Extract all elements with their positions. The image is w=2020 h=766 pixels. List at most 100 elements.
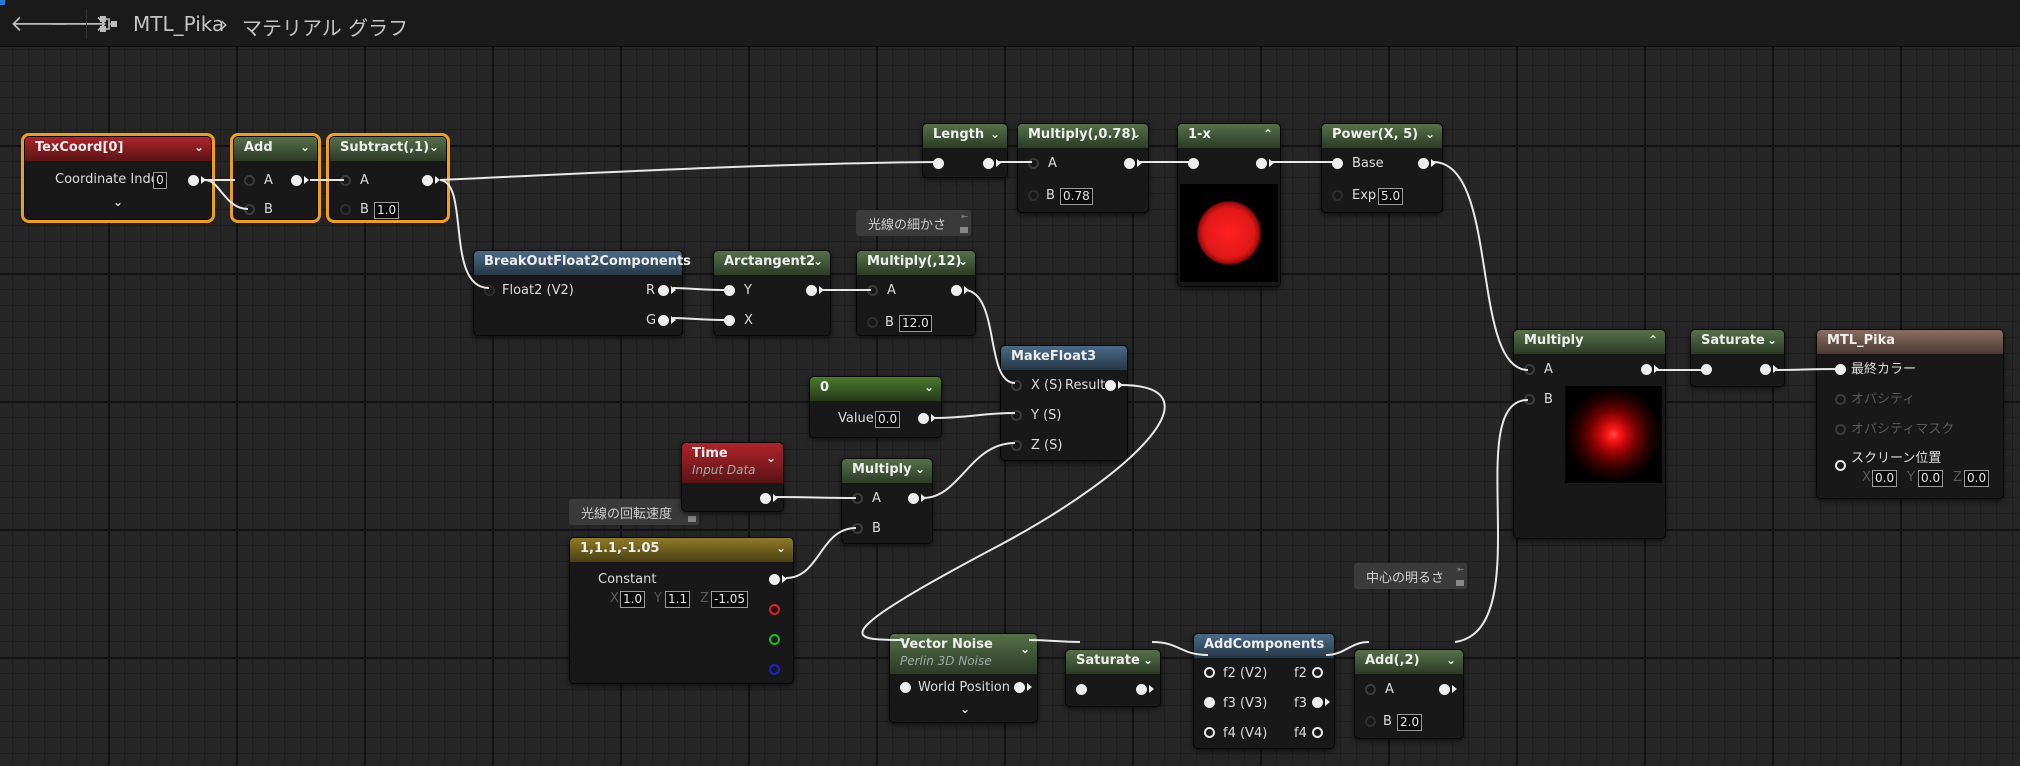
comment-center[interactable]: 中心の明るさ⇤ — [1354, 563, 1467, 589]
chevron-down-icon[interactable]: ⌄ — [914, 462, 925, 476]
node-title[interactable]: Subtract(,1)⌄ — [330, 137, 446, 161]
exp-value-field[interactable]: 5.0 — [1378, 188, 1404, 205]
input-pin-x[interactable] — [724, 315, 735, 326]
chevron-down-icon[interactable]: ⌄ — [1766, 333, 1777, 347]
output-pin[interactable] — [806, 285, 817, 296]
arrow-left-icon[interactable]: 🡐 — [10, 12, 69, 37]
input-pin-b[interactable] — [1365, 716, 1376, 727]
node-makefloat3[interactable]: MakeFloat3 X (S) Result Y (S) Z (S) — [1000, 345, 1128, 461]
y-value-field[interactable]: 1.1 — [665, 591, 691, 608]
output-pin-b[interactable] — [769, 664, 780, 675]
output-pin-result[interactable] — [1105, 380, 1116, 391]
node-saturate-2[interactable]: Saturate⌄ — [1690, 329, 1785, 387]
input-pin-b[interactable] — [1028, 190, 1039, 201]
output-pin[interactable] — [951, 285, 962, 296]
input-pin-z[interactable] — [1011, 440, 1022, 451]
input-pin-f4[interactable] — [1204, 727, 1215, 738]
comment-rotation[interactable]: 光線の回転速度⇤ — [569, 499, 699, 525]
input-pin-a[interactable] — [340, 175, 351, 186]
input-pin-screen-position[interactable] — [1835, 460, 1846, 471]
input-pin[interactable] — [933, 158, 944, 169]
value-field[interactable]: 0.0 — [875, 411, 901, 428]
input-pin-y[interactable] — [724, 285, 735, 296]
chevron-up-icon[interactable]: ⌃ — [1262, 127, 1273, 141]
chevron-down-icon[interactable]: ⌄ — [1424, 127, 1435, 141]
output-pin[interactable] — [1641, 364, 1652, 375]
node-one-minus[interactable]: 1-x⌃ — [1177, 123, 1281, 287]
output-pin[interactable] — [908, 493, 919, 504]
node-title[interactable]: Add(,2)⌄ — [1355, 650, 1463, 674]
node-length[interactable]: Length⌄ — [922, 123, 1008, 178]
node-power[interactable]: Power(X, 5)⌄ Base Exp 5.0 — [1321, 123, 1443, 213]
input-pin-b[interactable] — [340, 204, 351, 215]
output-pin-g[interactable] — [658, 315, 669, 326]
expand-chevron-icon[interactable]: ⌄ — [960, 702, 971, 716]
output-pin[interactable] — [422, 175, 433, 186]
output-pin[interactable] — [1256, 158, 1267, 169]
z-value-field[interactable]: 0.0 — [1964, 470, 1990, 487]
node-title[interactable]: 1-x⌃ — [1178, 124, 1280, 148]
node-arctangent2[interactable]: Arctangent2⌄ Y X — [713, 250, 831, 336]
arrow-right-icon[interactable]: 🡒 — [49, 12, 108, 37]
chevron-down-icon[interactable]: ⌄ — [957, 254, 968, 268]
material-graph-canvas[interactable]: 光線の細かさ⇤ 光線の回転速度⇤ 中心の明るさ⇤ TexCoord[0]⌄ Co… — [0, 47, 2020, 766]
input-pin-final-color[interactable] — [1835, 364, 1846, 375]
chevron-down-icon[interactable]: ⌄ — [923, 380, 934, 394]
input-pin-x[interactable] — [1011, 380, 1022, 391]
output-pin-f4[interactable] — [1312, 727, 1323, 738]
node-title[interactable]: Arctangent2⌄ — [714, 251, 830, 275]
node-title[interactable]: Add⌄ — [234, 137, 317, 161]
node-title[interactable]: MakeFloat3 — [1001, 346, 1127, 370]
input-pin-a[interactable] — [1028, 158, 1039, 169]
node-breakout-float2[interactable]: BreakOutFloat2Components Float2 (V2) R G — [473, 250, 691, 336]
chevron-down-icon[interactable]: ⌄ — [812, 254, 823, 268]
node-material-result[interactable]: MTL_Pika 最終カラー オパシティ オパシティマスク スクリーン位置 X … — [1816, 329, 2004, 499]
chevron-down-icon[interactable]: ⌄ — [1142, 653, 1153, 667]
node-add[interactable]: Add⌄ A B — [230, 133, 321, 223]
input-pin-b[interactable] — [867, 317, 878, 328]
output-pin[interactable] — [983, 158, 994, 169]
node-title[interactable]: Multiply(,0.78)⌄ — [1018, 124, 1148, 148]
output-pin[interactable] — [1439, 684, 1450, 695]
input-pin-a[interactable] — [867, 285, 878, 296]
comment-thin[interactable]: 光線の細かさ⇤ — [856, 210, 971, 236]
output-pin[interactable] — [918, 413, 929, 424]
node-multiply-12[interactable]: Multiply(,12)⌄ A B 12.0 — [856, 250, 976, 336]
output-pin-f2[interactable] — [1312, 667, 1323, 678]
node-addcomponents[interactable]: AddComponents f2 (V2) f2 f3 (V3) f3 f4 (… — [1193, 633, 1335, 749]
coordinate-index-field[interactable]: 0 — [153, 172, 167, 189]
expand-chevron-icon[interactable]: ⌄ — [113, 195, 124, 209]
node-title[interactable]: 0⌄ — [810, 377, 941, 401]
chevron-down-icon[interactable]: ⌄ — [1019, 642, 1030, 656]
output-pin-r[interactable] — [769, 604, 780, 615]
node-saturate[interactable]: Saturate⌄ — [1065, 649, 1161, 707]
output-pin-f3[interactable] — [1312, 697, 1323, 708]
chevron-down-icon[interactable]: ⌄ — [299, 140, 310, 154]
breadcrumb-graph[interactable]: マテリアル グラフ — [242, 16, 409, 40]
node-title[interactable]: Multiply(,12)⌄ — [857, 251, 975, 275]
input-pin-exp[interactable] — [1332, 190, 1343, 201]
input-pin[interactable] — [1188, 158, 1199, 169]
chevron-down-icon[interactable]: ⌄ — [989, 127, 1000, 141]
chevron-down-icon[interactable]: ⌄ — [775, 541, 786, 555]
node-title[interactable]: Multiply⌄ — [842, 459, 932, 483]
input-pin-b[interactable] — [1524, 394, 1535, 405]
node-title[interactable]: AddComponents — [1194, 634, 1334, 658]
chevron-down-icon[interactable]: ⌄ — [1445, 653, 1456, 667]
node-title[interactable]: Power(X, 5)⌄ — [1322, 124, 1442, 148]
input-pin-world-position[interactable] — [900, 682, 911, 693]
x-value-field[interactable]: 1.0 — [620, 591, 646, 608]
chevron-down-icon[interactable]: ⌄ — [428, 140, 439, 154]
input-pin-base[interactable] — [1332, 158, 1343, 169]
input-pin-opacity[interactable] — [1835, 394, 1846, 405]
node-multiply[interactable]: Multiply⌄ A B — [841, 458, 933, 544]
node-subtract[interactable]: Subtract(,1)⌄ A B 1.0 — [326, 133, 450, 223]
node-multiply-final[interactable]: Multiply⌃ A B — [1513, 329, 1666, 539]
z-value-field[interactable]: -1.05 — [711, 591, 749, 608]
node-constant-zero[interactable]: 0⌄ Value 0.0 — [809, 376, 942, 438]
input-pin[interactable] — [1701, 364, 1712, 375]
node-add-2[interactable]: Add(,2)⌄ A B 2.0 — [1354, 649, 1464, 739]
output-pin[interactable] — [291, 175, 302, 186]
